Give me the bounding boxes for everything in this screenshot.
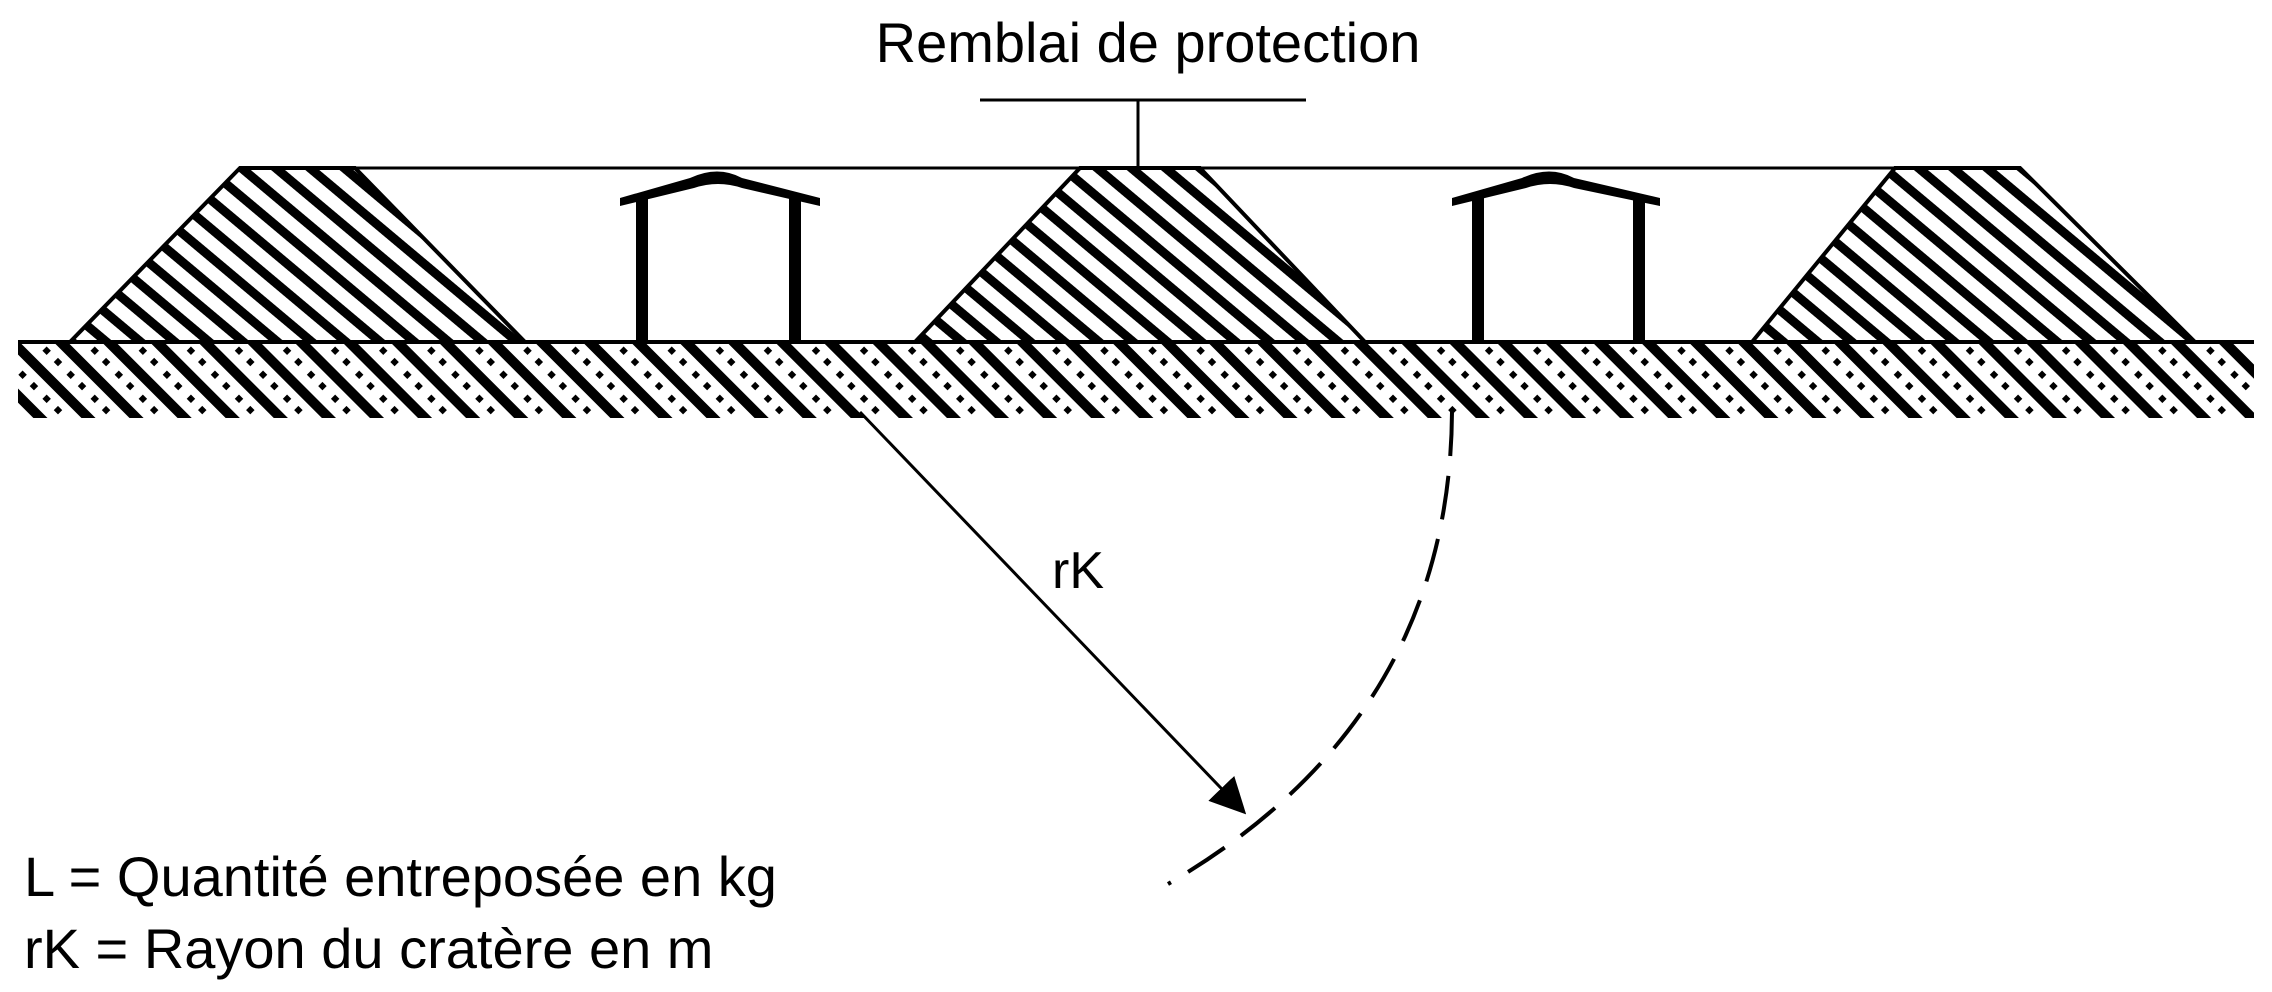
legend-line-quantity: L = Quantité entreposée en kg	[24, 845, 777, 908]
embankment-middle	[910, 166, 1370, 344]
top-label: Remblai de protection	[876, 11, 1421, 74]
crater-radius-arrow	[858, 410, 1247, 815]
radius-label: rK	[1052, 542, 1104, 600]
storage-shelter-right	[1452, 171, 1660, 344]
storage-shelter-left	[620, 171, 820, 344]
ground	[18, 340, 2254, 418]
embankment-left	[65, 166, 530, 344]
crater-boundary-arc	[1166, 411, 1454, 886]
embankment-right	[1747, 166, 2200, 344]
legend-line-radius: rK = Rayon du cratère en m	[24, 917, 713, 980]
